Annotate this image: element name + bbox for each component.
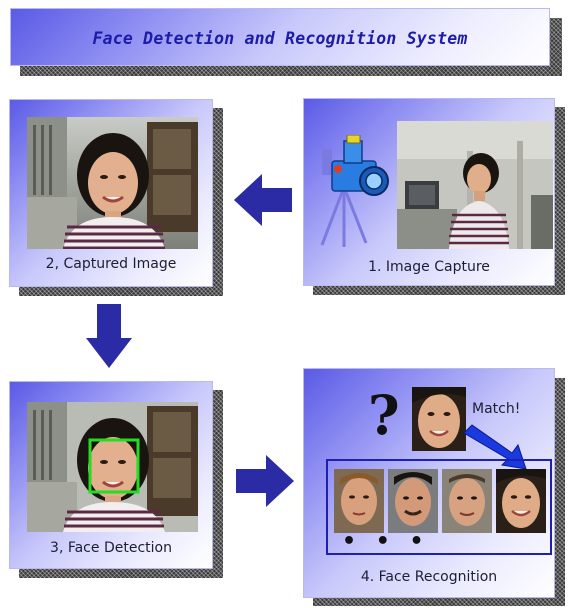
panel-image-capture: 1. Image Capture: [303, 98, 555, 286]
gallery-box: [326, 459, 552, 555]
panel-face-recognition: ? Match!: [303, 368, 555, 598]
capture-photo: [397, 121, 553, 249]
detection-box: [88, 438, 140, 494]
captured-photo: [27, 117, 198, 249]
arrow-down-icon: [84, 302, 134, 370]
title-banner: Face Detection and Recognition System: [10, 8, 550, 66]
image-capture-caption: 1. Image Capture: [368, 259, 490, 275]
panel-captured-image: 2, Captured Image: [9, 99, 213, 287]
captured-image-caption: 2, Captured Image: [45, 256, 177, 272]
detection-photo: [27, 402, 198, 532]
more-faces-indicator: • • •: [342, 529, 430, 554]
match-label: Match!: [472, 401, 521, 417]
face-detection-caption: 3, Face Detection: [50, 540, 172, 556]
arrow-left-icon: [232, 172, 294, 228]
gallery-face-2: [388, 469, 438, 533]
gallery-face-3: [442, 469, 492, 533]
arrow-right-icon: [234, 453, 296, 509]
tripod-icon: [320, 186, 368, 247]
probe-face: [412, 387, 466, 451]
gallery-face-4: [496, 469, 546, 533]
camera-icon: [314, 135, 400, 247]
panel-face-detection: 3, Face Detection: [9, 381, 213, 569]
gallery-face-1: [334, 469, 384, 533]
page-title: Face Detection and Recognition System: [92, 29, 468, 48]
face-recognition-caption: 4. Face Recognition: [360, 569, 498, 585]
question-mark-icon: ?: [368, 383, 400, 447]
